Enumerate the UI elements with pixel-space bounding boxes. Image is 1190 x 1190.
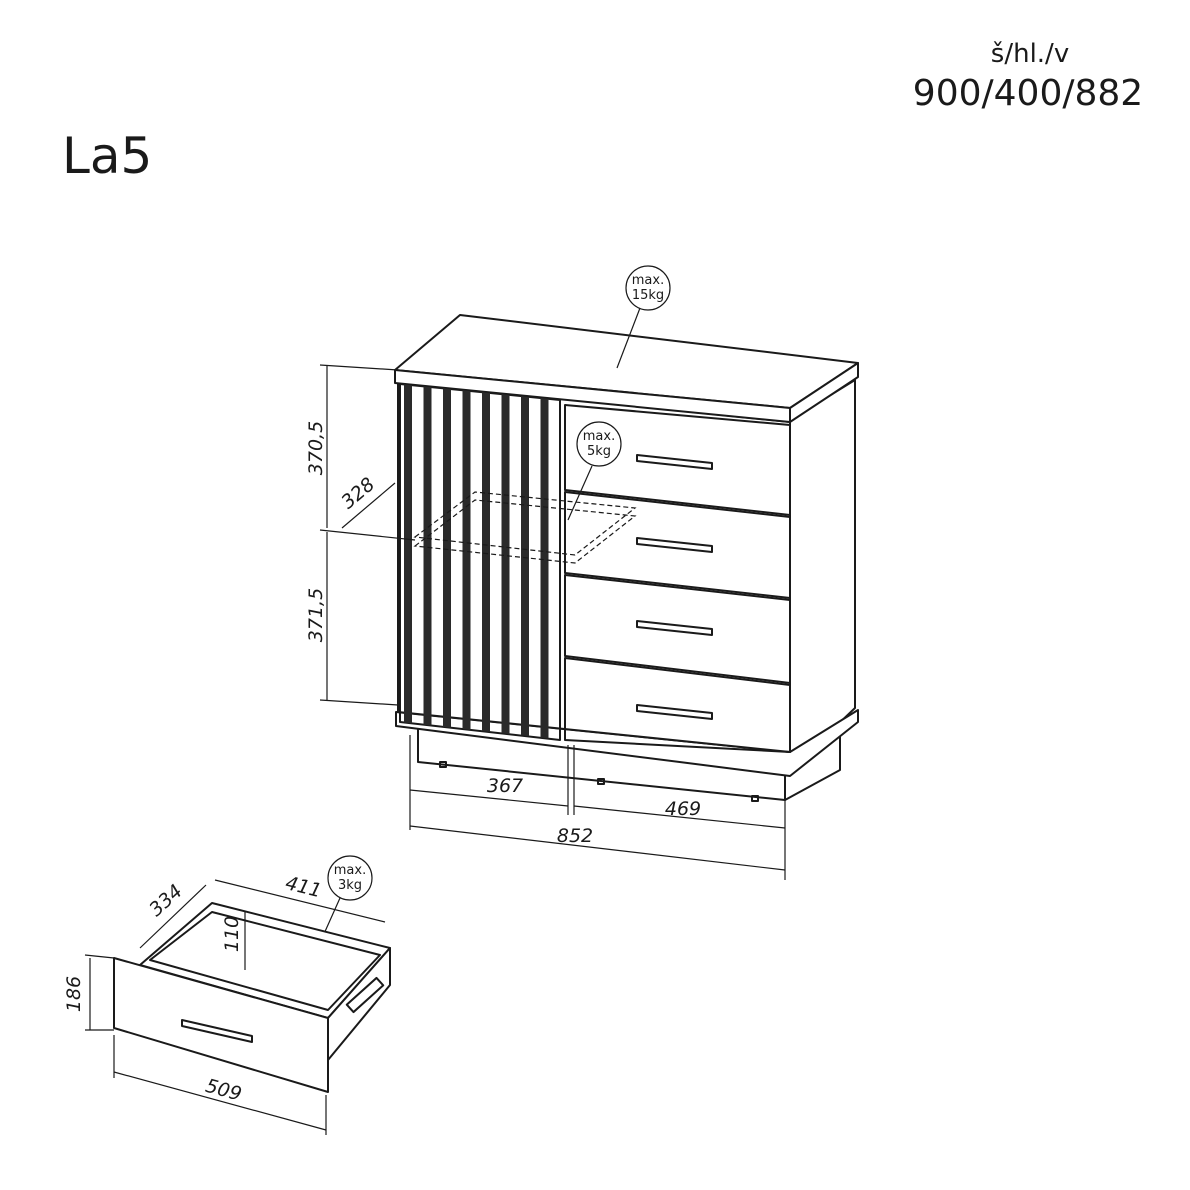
svg-text:3kg: 3kg: [338, 878, 362, 893]
svg-text:509: 509: [203, 1075, 244, 1106]
svg-text:367: 367: [487, 775, 523, 797]
door-slat: [404, 384, 412, 724]
drawer-detail: 334 411 110 186 509: [63, 872, 391, 1135]
model-name: La5: [62, 127, 152, 185]
door-slat: [521, 396, 529, 737]
door-slat: [462, 390, 471, 730]
svg-text:15kg: 15kg: [632, 288, 664, 303]
svg-text:411: 411: [283, 872, 324, 902]
door-slat: [443, 388, 451, 728]
cabinet: [394, 314, 859, 802]
drawer-handle: [181, 1019, 253, 1043]
cabinet-side: [789, 379, 856, 771]
door-slat: [540, 398, 549, 739]
door-slat: [482, 392, 490, 733]
svg-text:334: 334: [145, 880, 187, 921]
drawer-runner: [345, 976, 385, 1014]
svg-text:328: 328: [337, 473, 379, 513]
load-callout-shelf: max. 5kg: [567, 421, 622, 521]
svg-text:469: 469: [665, 798, 701, 820]
svg-text:371,5: 371,5: [305, 588, 327, 642]
svg-text:186: 186: [63, 976, 85, 1012]
svg-text:370,5: 370,5: [305, 421, 327, 475]
svg-text:max.: max.: [334, 863, 366, 878]
svg-text:max.: max.: [632, 273, 664, 288]
drawer-fronts: [564, 404, 791, 753]
svg-text:5kg: 5kg: [587, 444, 611, 459]
dimensions-label: š/hl./v: [991, 39, 1069, 69]
svg-text:max.: max.: [583, 429, 615, 444]
svg-text:852: 852: [557, 825, 593, 847]
door-slat: [423, 386, 432, 726]
slatted-door: [399, 383, 561, 741]
svg-text:110: 110: [221, 916, 243, 952]
drawer-front: [113, 957, 329, 1093]
shelf-dashed: [413, 491, 637, 564]
dimensions-value: 900/400/882: [913, 73, 1143, 114]
door-slat: [501, 394, 510, 735]
drawer-handles: [636, 454, 713, 720]
load-callout-top: max. 15kg: [616, 265, 671, 369]
